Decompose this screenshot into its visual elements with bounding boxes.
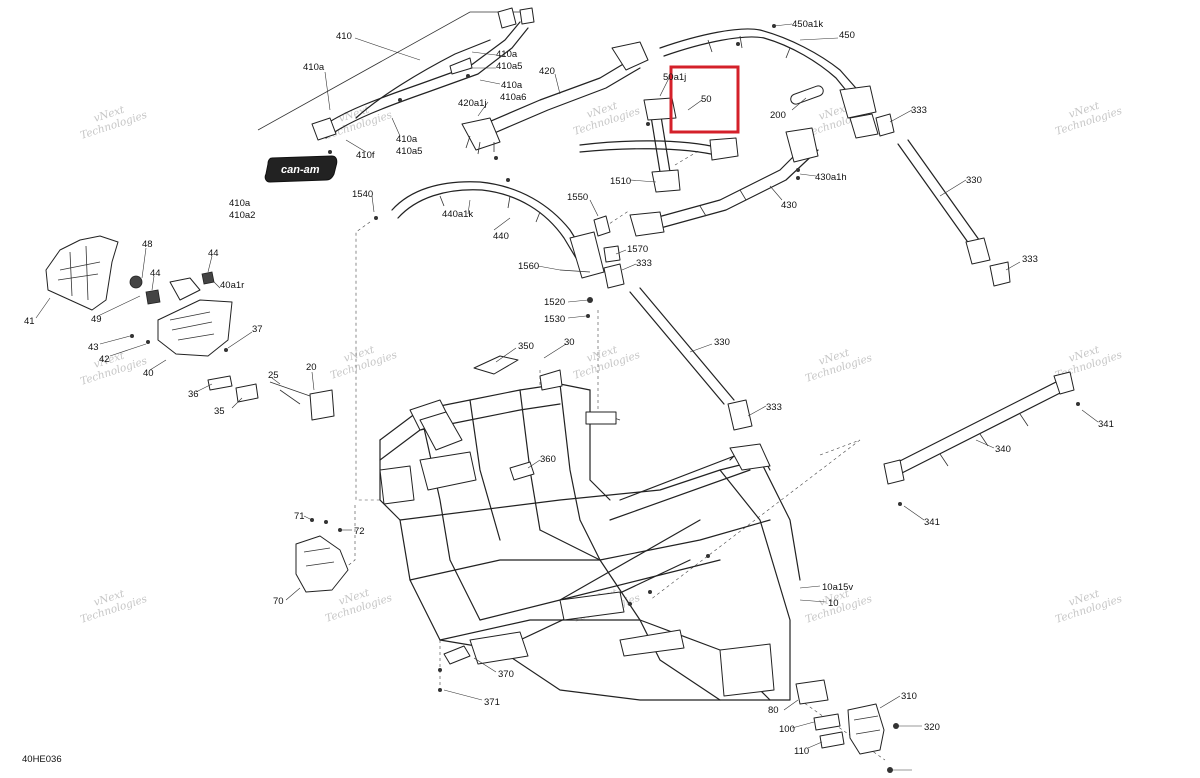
label-43: 43 (88, 342, 99, 353)
highlight-box-part-50 (669, 65, 740, 134)
part-330-upper-strut (875, 113, 1011, 287)
part-50-cross-brace (579, 97, 739, 193)
label-1530: 1530 (544, 314, 565, 325)
label-430: 430 (781, 200, 797, 211)
label-42: 42 (99, 354, 110, 365)
label-371: 371 (484, 697, 500, 708)
label-333: 333 (911, 105, 927, 116)
label-37: 37 (252, 324, 263, 335)
assembly-guide-lines (329, 149, 886, 761)
label-410a: 410a (303, 62, 325, 73)
label-333: 333 (1022, 254, 1038, 265)
label-1550: 1550 (567, 192, 588, 203)
label-360: 360 (540, 454, 556, 465)
label-48: 48 (142, 239, 153, 250)
label-333: 333 (766, 402, 782, 413)
label-35: 35 (214, 406, 225, 417)
label-410a6: 410a6 (500, 92, 526, 103)
label-410a5: 410a5 (396, 146, 422, 157)
part-370-bracket (438, 645, 471, 692)
label-420a1j: 420a1j (458, 98, 487, 109)
label-350: 350 (518, 341, 534, 352)
label-44: 44 (150, 268, 161, 279)
label-40: 40 (143, 368, 154, 379)
label-80: 80 (768, 705, 779, 716)
label-410: 410 (336, 31, 352, 42)
label-1510: 1510 (610, 176, 631, 187)
label-370: 370 (498, 669, 514, 680)
part-main-frame (379, 369, 801, 701)
label-450: 450 (839, 30, 855, 41)
label-410a2: 410a2 (229, 210, 255, 221)
label-44: 44 (208, 248, 219, 259)
label-340: 340 (995, 444, 1011, 455)
label-410a: 410a (229, 198, 251, 209)
label-1540: 1540 (352, 189, 373, 200)
diagram-id-label: 40HE036 (22, 754, 62, 765)
label-330: 330 (966, 175, 982, 186)
label-310: 310 (901, 691, 917, 702)
label-341: 341 (1098, 419, 1114, 430)
part-330-middle-strut (629, 287, 753, 431)
label-341: 341 (924, 517, 940, 528)
label-50a1j: 50a1j (663, 72, 686, 83)
part-350-bracket (473, 355, 519, 375)
part-40-bracket-assembly (129, 271, 335, 421)
label-410a5: 410a5 (496, 61, 522, 72)
part-310-rear-bracket (795, 679, 899, 773)
label-41: 41 (24, 316, 35, 327)
label-450a1k: 450a1k (792, 19, 823, 30)
can-am-logo-text: can-am (281, 164, 320, 176)
label-420: 420 (539, 66, 555, 77)
part-200-clamp (790, 85, 824, 105)
watermark-layer: vNext Technologies vNext Technologies vN… (79, 99, 1124, 625)
part-430-cross-tube (629, 127, 819, 237)
label-410a: 410a (501, 80, 523, 91)
part-41-skid-plate (45, 235, 119, 311)
label-430a1h: 430a1h (815, 172, 847, 183)
label-36: 36 (188, 389, 199, 400)
hardware-group-center (559, 215, 625, 318)
part-340-rear-tube (883, 371, 1080, 506)
label-10a15v: 10a15v (822, 582, 853, 593)
label-200: 200 (770, 110, 786, 121)
part-440-cage-tube (374, 178, 605, 279)
label-71: 71 (294, 511, 305, 522)
label-40a1r: 40a1r (220, 280, 244, 291)
leader-lines (35, 23, 1099, 771)
part-420-cross-tube (461, 41, 649, 160)
label-330: 330 (714, 337, 730, 348)
can-am-logo-badge: can-am (264, 155, 338, 183)
label-20: 20 (306, 362, 317, 373)
part-70-bracket (295, 518, 349, 593)
label-72: 72 (354, 526, 365, 537)
label-410f: 410f (356, 150, 375, 161)
label-1570: 1570 (627, 244, 648, 255)
label-440a1k: 440a1k (442, 209, 473, 220)
label-1520: 1520 (544, 297, 565, 308)
part-number-labels: 410 410a 410a 410a5 410a 410a6 410a 410a… (22, 19, 1114, 765)
label-100: 100 (779, 724, 795, 735)
label-440: 440 (493, 231, 509, 242)
label-410a: 410a (396, 134, 418, 145)
label-49: 49 (91, 314, 102, 325)
label-70: 70 (273, 596, 284, 607)
label-25: 25 (268, 370, 279, 381)
label-10: 10 (828, 598, 839, 609)
label-410a: 410a (496, 49, 518, 60)
label-320: 320 (924, 722, 940, 733)
label-50: 50 (701, 94, 712, 105)
label-30: 30 (564, 337, 575, 348)
label-333: 333 (636, 258, 652, 269)
label-1560: 1560 (518, 261, 539, 272)
label-110: 110 (794, 746, 809, 757)
part-450-right-cage-tube (659, 24, 879, 139)
